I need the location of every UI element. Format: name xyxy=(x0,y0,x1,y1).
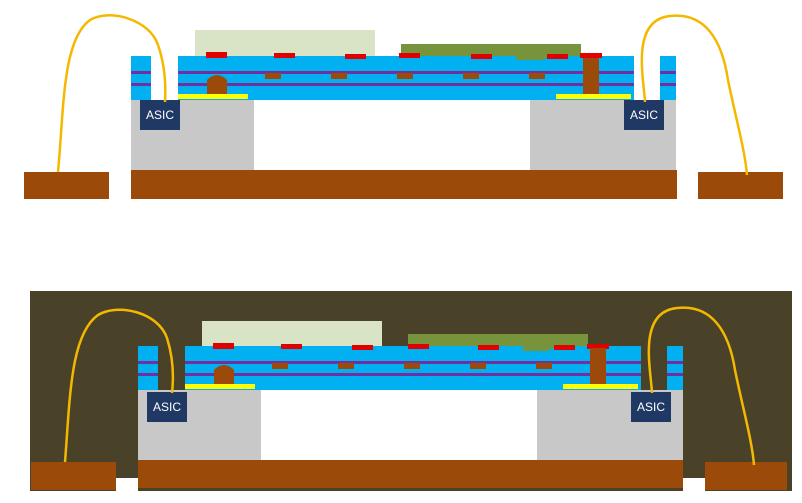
asic-chip-top-left xyxy=(140,100,180,130)
asic-chip-bottom-right xyxy=(631,392,671,422)
bond-wire-top-right xyxy=(640,14,749,176)
left-lead-pad xyxy=(24,172,109,199)
mold-bottom-gap-left xyxy=(116,478,138,491)
asic-label-top-left: ASIC xyxy=(146,108,174,122)
left-solder-bump xyxy=(207,75,227,94)
right-contact-strip xyxy=(563,384,638,389)
right-lead-pad xyxy=(705,462,787,490)
left-contact-strip xyxy=(185,384,255,389)
bond-wire-bottom-left xyxy=(63,308,175,463)
right-lead-pad xyxy=(698,172,783,199)
right-through-via xyxy=(583,58,599,94)
dark-film-layer xyxy=(408,334,588,351)
bottom-panel-molded: ASIC ASIC xyxy=(30,291,792,491)
left-stack-edge xyxy=(138,346,158,390)
cavity xyxy=(261,390,537,460)
top-contact-pads xyxy=(213,343,609,350)
light-film-layer xyxy=(202,321,382,346)
left-stack-edge xyxy=(131,56,151,100)
asic-chip-top-right xyxy=(624,100,664,130)
bond-wire-top-left xyxy=(56,14,167,173)
asic-label-bottom-right: ASIC xyxy=(637,400,665,414)
right-contact-strip xyxy=(556,94,631,99)
asic-label-top-right: ASIC xyxy=(630,108,658,122)
stack-top-wave xyxy=(178,56,634,62)
mold-bottom-gap-right xyxy=(683,478,705,491)
asic-chip-bottom-left xyxy=(147,392,187,422)
right-stack-edge xyxy=(660,56,676,100)
left-solder-bump xyxy=(214,365,234,384)
light-film-layer xyxy=(195,30,375,56)
top-panel-unmolded: ASIC ASIC xyxy=(24,14,783,199)
right-through-via xyxy=(590,348,606,384)
via-plugs xyxy=(265,73,545,79)
substrate-base xyxy=(131,170,677,199)
top-contact-pads xyxy=(206,52,602,59)
left-contact-strip xyxy=(178,94,248,99)
membrane-stack xyxy=(178,56,634,100)
substrate-base xyxy=(138,460,683,488)
bond-wire-bottom-right xyxy=(647,306,756,466)
asic-label-bottom-left: ASIC xyxy=(153,400,181,414)
right-stack-edge xyxy=(667,346,683,390)
left-lead-pad xyxy=(31,462,116,490)
via-plugs xyxy=(272,363,552,369)
dark-film-layer xyxy=(401,44,581,60)
